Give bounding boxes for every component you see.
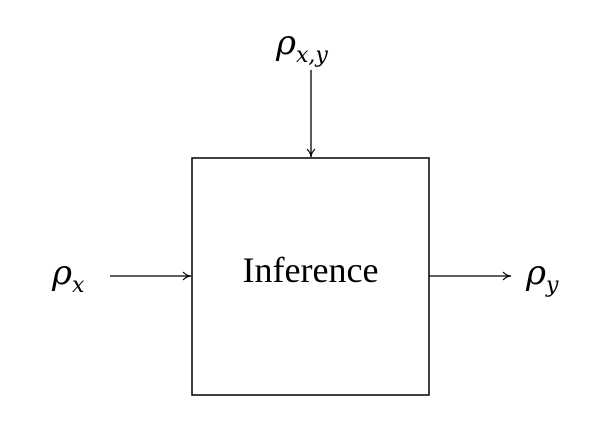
joint-density-subscript: x,y <box>296 42 328 68</box>
input-density-subscript: x <box>72 272 85 298</box>
output-density-label: ρy <box>526 253 558 296</box>
inference-label: Inference <box>242 250 379 290</box>
input-density-label: ρx <box>52 253 84 296</box>
output-density-subscript: y <box>546 272 559 298</box>
output-density-symbol: ρ <box>526 253 546 293</box>
joint-density-label: ρx,y <box>276 23 328 66</box>
input-density-symbol: ρ <box>52 253 72 293</box>
joint-density-symbol: ρ <box>276 23 296 63</box>
